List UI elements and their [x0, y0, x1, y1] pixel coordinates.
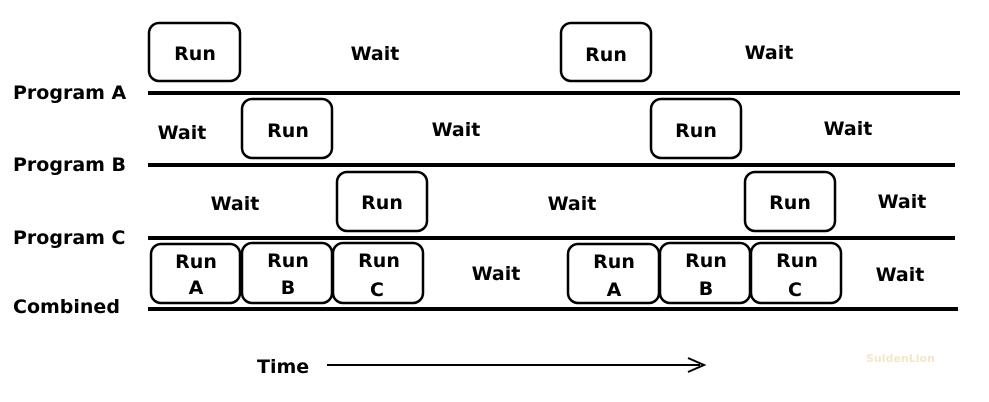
- segment-label: Run: [776, 250, 818, 272]
- run-box: [749, 241, 843, 305]
- segment-label: Run: [769, 192, 811, 214]
- segment-label: Wait: [876, 264, 925, 286]
- segment-label: Wait: [211, 193, 260, 215]
- row-label-program-c: Program C: [13, 227, 126, 249]
- arrow-right-icon: [687, 357, 707, 373]
- watermark: SuldenLion: [866, 352, 935, 365]
- segment-sublabel: B: [281, 277, 295, 299]
- segment-label: Run: [358, 250, 400, 272]
- segment-label: Wait: [432, 119, 481, 141]
- segment-label: Wait: [824, 118, 873, 140]
- segment-sublabel: A: [189, 277, 204, 299]
- segment-label: Run: [585, 44, 627, 66]
- segment-label: Wait: [158, 122, 207, 144]
- segment-label: Run: [593, 251, 635, 273]
- row-label-combined: Combined: [13, 296, 120, 318]
- row-label-program-a: Program A: [13, 82, 127, 104]
- segment-label: Run: [685, 250, 727, 272]
- run-box: [147, 21, 242, 83]
- run-box: [240, 97, 334, 160]
- run-box: [331, 241, 425, 305]
- segment-label: Wait: [548, 193, 597, 215]
- segment-sublabel: A: [607, 279, 622, 301]
- segment-label: Wait: [472, 263, 521, 285]
- segment-sublabel: C: [788, 279, 802, 301]
- run-box: [649, 97, 743, 160]
- time-label: Time: [257, 356, 309, 378]
- segment-label: Wait: [351, 43, 400, 65]
- segment-label: Wait: [745, 42, 794, 64]
- run-box: [559, 21, 653, 83]
- row-label-program-b: Program B: [13, 154, 126, 176]
- run-box: [743, 170, 837, 233]
- segment-sublabel: C: [370, 279, 384, 301]
- segment-label: Run: [174, 43, 216, 65]
- segment-label: Run: [675, 120, 717, 142]
- segment-label: Wait: [878, 191, 927, 213]
- run-box: [335, 170, 429, 233]
- run-box: [149, 242, 242, 305]
- segment-label: Run: [175, 251, 217, 273]
- segment-label: Run: [361, 192, 403, 214]
- segment-label: Run: [267, 250, 309, 272]
- segment-sublabel: B: [699, 278, 713, 300]
- segment-label: Run: [267, 120, 309, 142]
